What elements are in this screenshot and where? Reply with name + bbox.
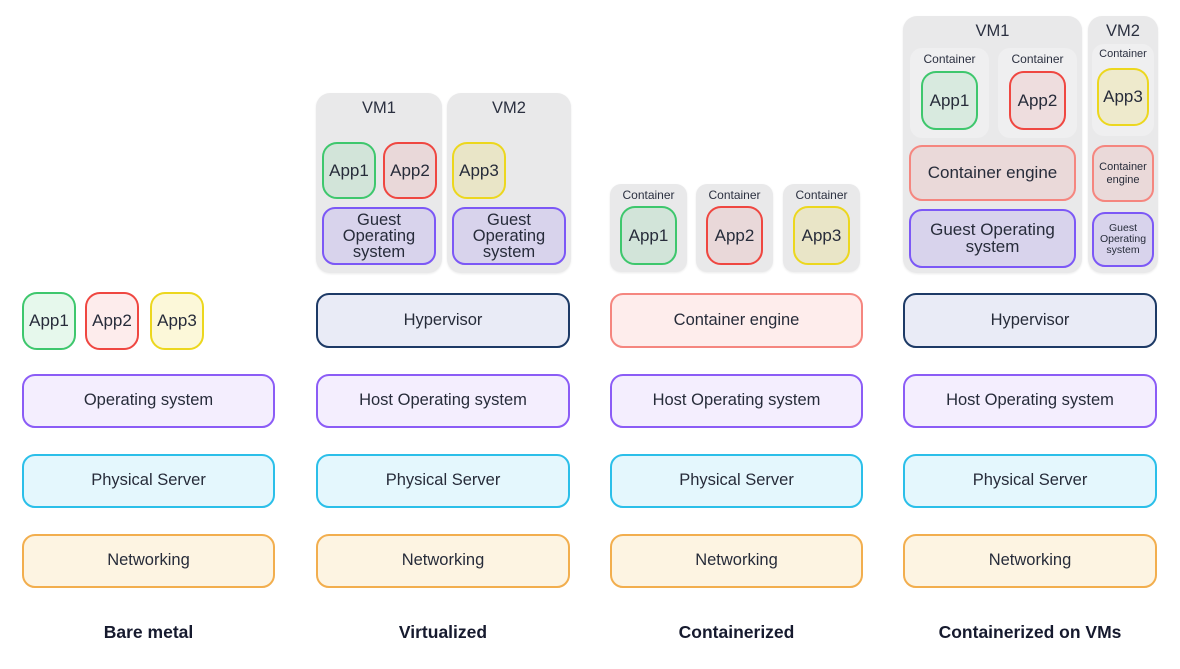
bare-metal-app2-box: App2 (85, 292, 139, 350)
virtualized-vm2-title: VM2 (492, 99, 526, 117)
cvm-vm2-app3-box: App3 (1097, 68, 1149, 126)
bare-metal-app1-box: App1 (22, 292, 76, 350)
virtualized-vm1-title: VM1 (362, 99, 396, 117)
cvm-vm2-title: VM2 (1106, 22, 1140, 40)
cvm-vm2-container-title: Container (1099, 48, 1147, 60)
containerized-container3-title: Container (795, 188, 848, 202)
cvm-vm2-engine-box: Container engine (1092, 145, 1154, 202)
cvm-vm1-box: VM1 Container App1 Container App2 Contai… (903, 16, 1082, 273)
virtualized-vm1-app1-box: App1 (322, 142, 376, 199)
virtualized-vm2-app3-box: App3 (452, 142, 506, 199)
virtualized-vm2-box: VM2 App3 Guest Operating system (447, 93, 571, 273)
virtualized-vm1-box: VM1 App1 App2 Guest Operating system (316, 93, 442, 273)
virtualized-column-label: Virtualized (398, 622, 488, 642)
cvm-vm1-guest-os-box: Guest Operating system (909, 209, 1076, 268)
virtualized-vm1-guest-os-box: Guest Operating system (322, 207, 436, 265)
cvm-column-label: Containerized on VMs (938, 622, 1122, 642)
bare-metal-app3-box: App3 (150, 292, 204, 350)
cvm-host-os-box: Host Operating system (903, 374, 1157, 428)
cvm-vm1-engine-box: Container engine (909, 145, 1076, 201)
cvm-vm2-box: VM2 Container App3 Container engine Gues… (1088, 16, 1158, 273)
virtualized-host-os-box: Host Operating system (316, 374, 570, 428)
containerized-container2-box: Container App2 (696, 184, 773, 272)
virtualized-vm2-guest-os-box: Guest Operating system (452, 207, 566, 265)
cvm-hypervisor-box: Hypervisor (903, 293, 1157, 348)
containerized-container1-box: Container App1 (610, 184, 687, 272)
containerized-physical-server-box: Physical Server (610, 454, 863, 508)
cvm-vm1-app2-box: App2 (1009, 71, 1066, 130)
cvm-vm2-guest-os-box: Guest Operating system (1092, 212, 1154, 267)
bare-metal-operating-system-box: Operating system (22, 374, 275, 428)
cvm-vm2-container-box: Container App3 (1092, 44, 1154, 136)
virtualized-networking-box: Networking (316, 534, 570, 588)
containerized-container2-title: Container (708, 188, 761, 202)
cvm-vm1-container1-box: Container App1 (910, 48, 989, 138)
cvm-vm1-container1-title: Container (923, 52, 976, 66)
containerized-engine-box: Container engine (610, 293, 863, 348)
containerized-app1-box: App1 (620, 206, 677, 265)
virtualized-vm1-app2-box: App2 (383, 142, 437, 199)
containerized-container3-box: Container App3 (783, 184, 860, 272)
virtualized-physical-server-box: Physical Server (316, 454, 570, 508)
bare-metal-column-label: Bare metal (103, 622, 194, 642)
containerized-app2-box: App2 (706, 206, 763, 265)
cvm-networking-box: Networking (903, 534, 1157, 588)
virtualized-hypervisor-box: Hypervisor (316, 293, 570, 348)
cvm-vm1-title: VM1 (975, 22, 1010, 40)
containerized-app3-box: App3 (793, 206, 850, 265)
containerized-column-label: Containerized (678, 622, 795, 642)
cvm-vm1-container2-title: Container (1011, 52, 1064, 66)
bare-metal-networking-box: Networking (22, 534, 275, 588)
cvm-vm1-app1-box: App1 (921, 71, 978, 130)
cvm-vm1-container2-box: Container App2 (998, 48, 1077, 138)
containerized-container1-title: Container (622, 188, 675, 202)
containerized-networking-box: Networking (610, 534, 863, 588)
bare-metal-physical-server-box: Physical Server (22, 454, 275, 508)
containerized-host-os-box: Host Operating system (610, 374, 863, 428)
cvm-physical-server-box: Physical Server (903, 454, 1157, 508)
